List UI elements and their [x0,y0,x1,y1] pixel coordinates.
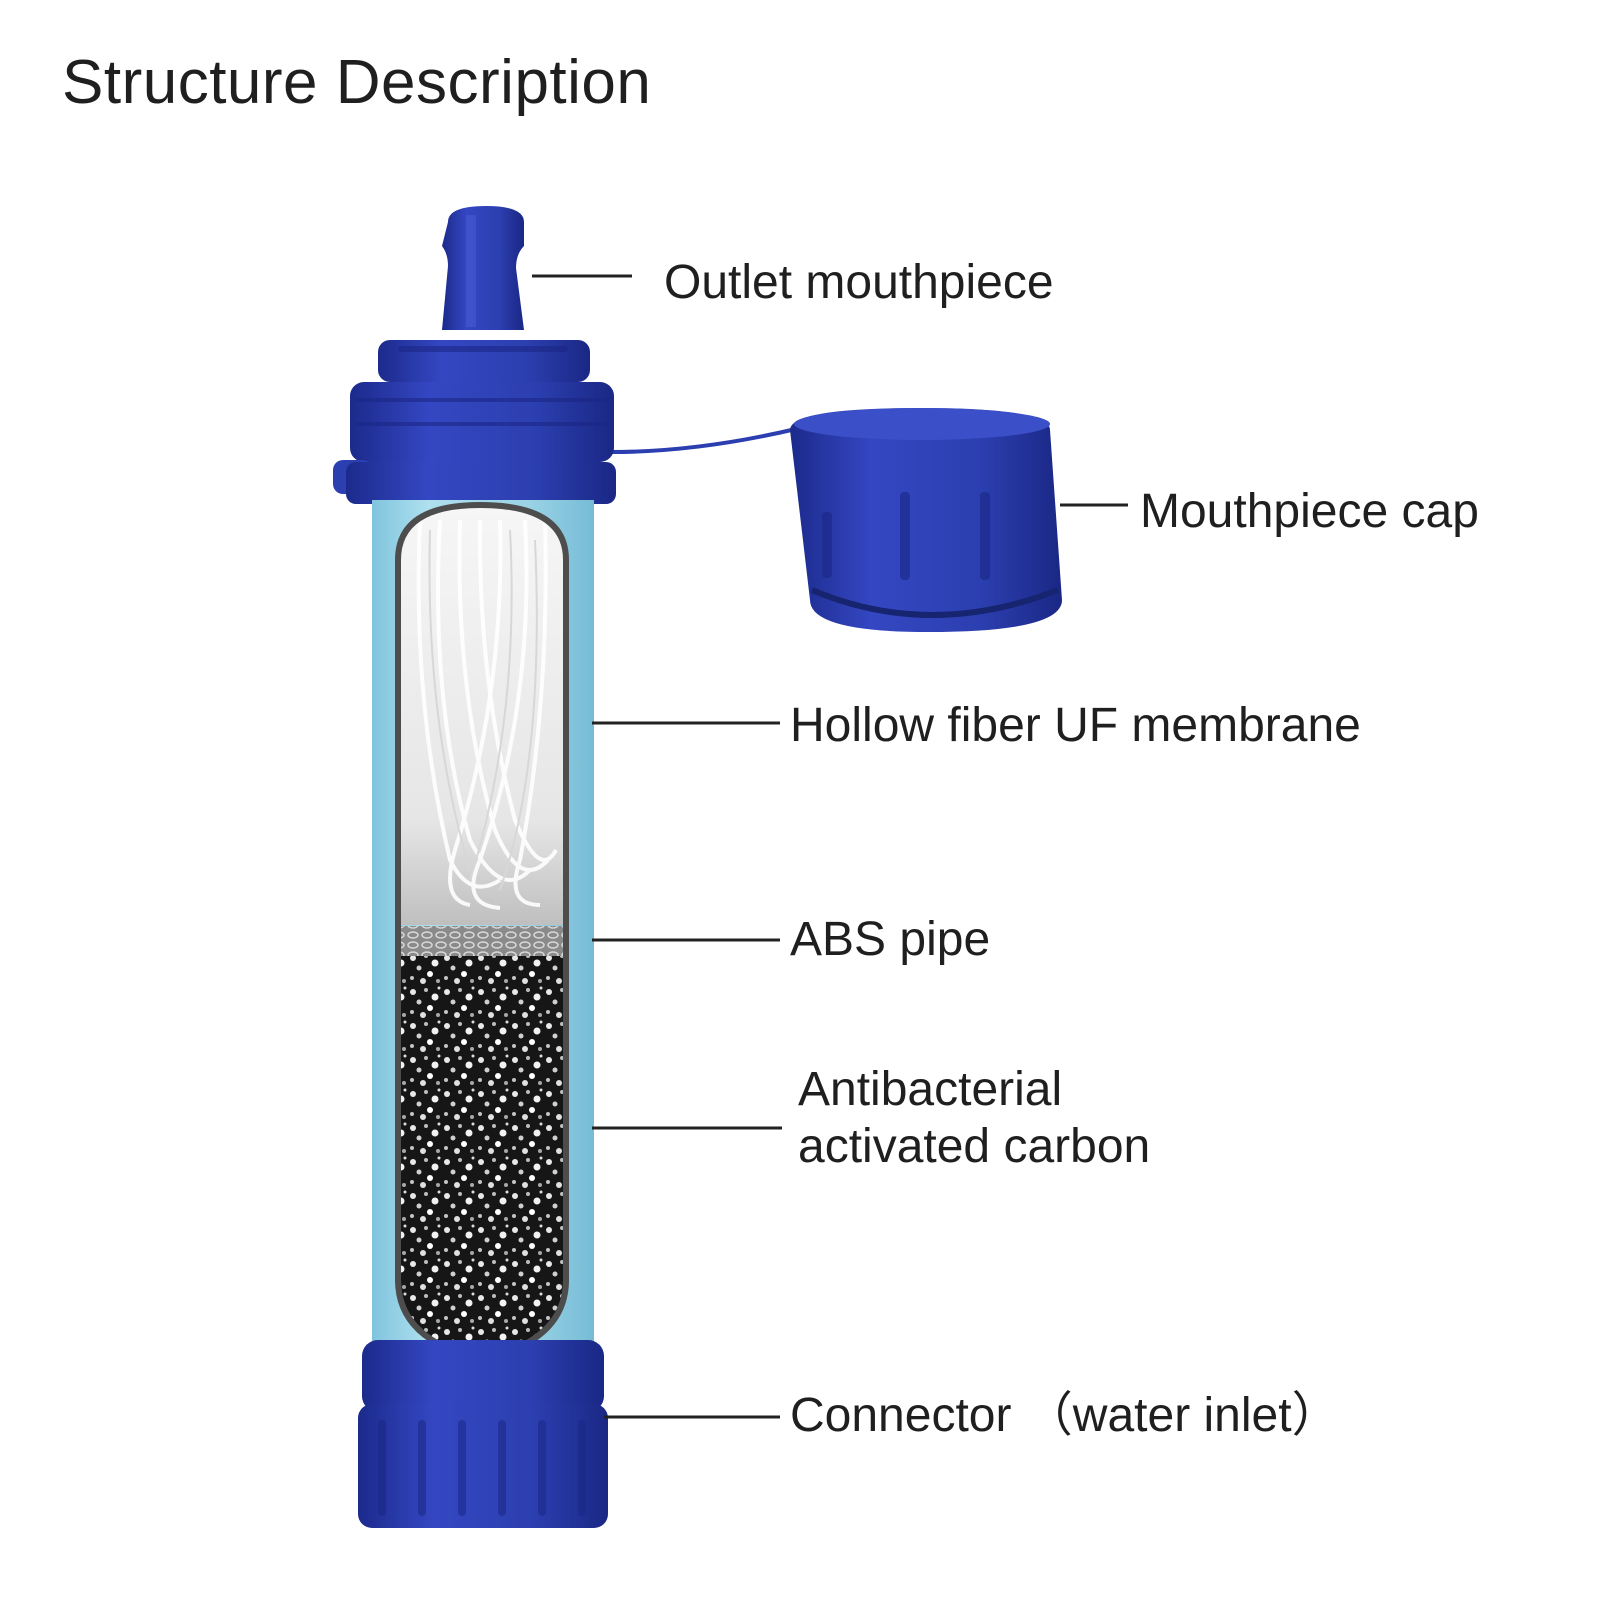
label-abs-pipe: ABS pipe [790,913,991,966]
label-activated-carbon-line2: activated carbon [798,1119,1151,1173]
label-hollow-fiber-membrane: Hollow fiber UF membrane [790,699,1361,752]
page-title: Structure Description [62,48,652,117]
connector-part [358,1340,608,1528]
label-connector: Connector （water inlet） [790,1389,1340,1442]
abs-pipe-band [398,926,566,956]
outlet-mouthpiece-part [442,206,524,330]
label-outlet-mouthpiece: Outlet mouthpiece [664,256,1054,309]
tether-string [611,426,801,454]
label-activated-carbon: Antibacterial activated carbon [798,1062,1318,1175]
top-collar-part [333,340,616,504]
mouthpiece-cap-part [790,408,1062,632]
hollow-fiber-strands [416,519,558,910]
label-activated-carbon-line1: Antibacterial [798,1063,1063,1116]
activated-carbon-fill [398,956,566,1356]
label-mouthpiece-cap: Mouthpiece cap [1140,485,1479,538]
leader-lines [532,274,1128,1419]
cutaway-window [398,505,566,1356]
